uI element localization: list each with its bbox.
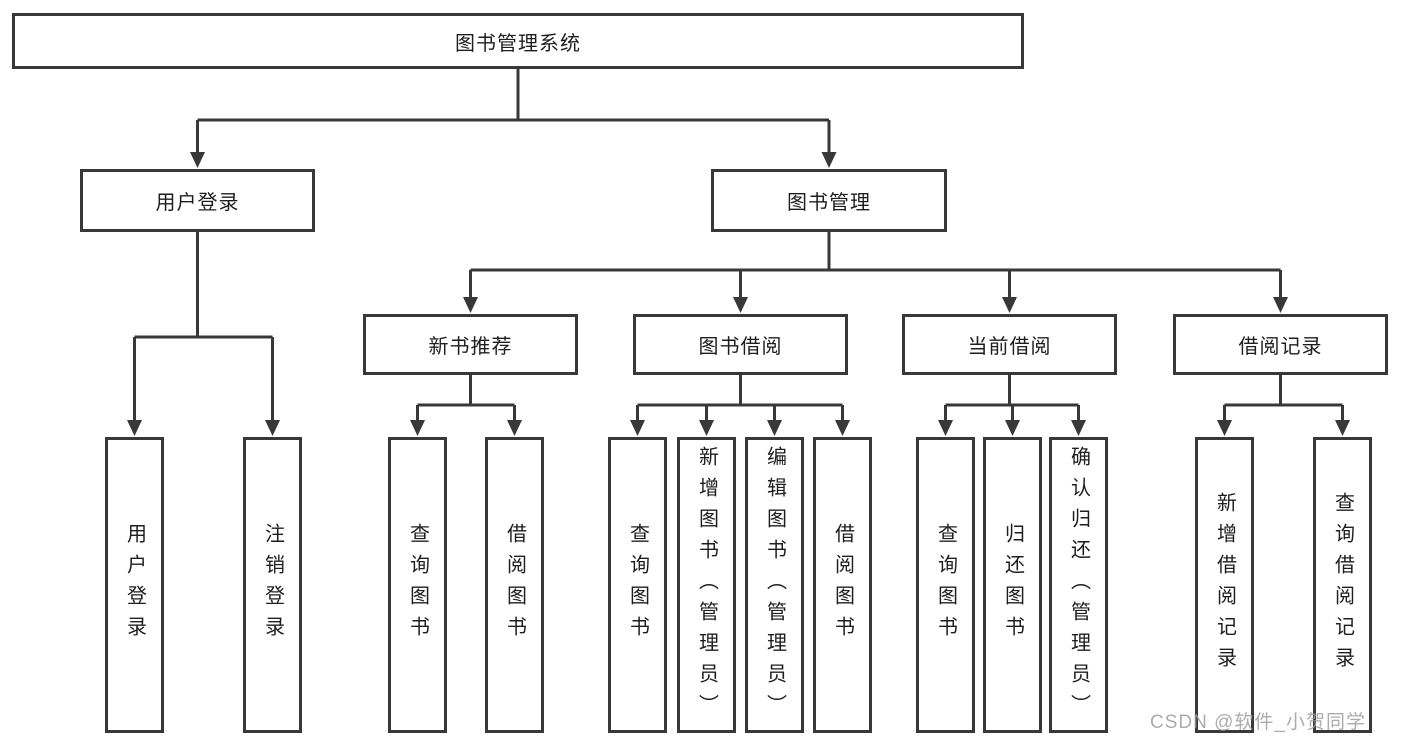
node-leaf-user-login: 用户登录 xyxy=(105,437,164,733)
node-label: 新增图书（管理员） xyxy=(695,445,718,725)
node-label: 借阅图书 xyxy=(831,523,854,647)
node-label: 新书推荐 xyxy=(428,336,513,358)
node-new-book-recommend: 新书推荐 xyxy=(363,314,578,375)
node-label: 新增借阅记录 xyxy=(1213,492,1236,678)
node-leaf-return-book: 归还图书 xyxy=(983,437,1042,733)
node-label: 查询借阅记录 xyxy=(1331,492,1354,678)
node-label: 查询图书 xyxy=(626,523,649,647)
node-leaf-query-borrow-record: 查询借阅记录 xyxy=(1313,437,1372,733)
node-label: 用户登录 xyxy=(155,192,240,214)
node-label: 当前借阅 xyxy=(967,336,1052,358)
node-label: 借阅图书 xyxy=(503,523,526,647)
node-label: 借阅记录 xyxy=(1238,336,1323,358)
node-label: 图书管理系统 xyxy=(455,32,581,55)
node-user-login: 用户登录 xyxy=(80,169,315,232)
node-system-root: 图书管理系统 xyxy=(12,13,1024,69)
node-label: 图书借阅 xyxy=(698,336,783,358)
node-leaf-edit-book-admin: 编辑图书（管理员） xyxy=(745,437,804,733)
node-label: 查询图书 xyxy=(406,523,429,647)
node-leaf-add-book-admin: 新增图书（管理员） xyxy=(677,437,736,733)
node-book-management: 图书管理 xyxy=(711,169,947,232)
node-leaf-query-book-3: 查询图书 xyxy=(916,437,975,733)
node-label: 用户登录 xyxy=(123,523,146,647)
node-current-borrow: 当前借阅 xyxy=(902,314,1117,375)
node-leaf-borrow-book-1: 借阅图书 xyxy=(485,437,544,733)
node-label: 查询图书 xyxy=(934,523,957,647)
node-book-borrow: 图书借阅 xyxy=(633,314,848,375)
node-leaf-borrow-book-2: 借阅图书 xyxy=(813,437,872,733)
node-label: 注销登录 xyxy=(261,523,284,647)
node-leaf-logout: 注销登录 xyxy=(243,437,302,733)
node-leaf-query-book-1: 查询图书 xyxy=(388,437,447,733)
node-leaf-query-book-2: 查询图书 xyxy=(608,437,667,733)
node-label: 图书管理 xyxy=(787,192,871,214)
arrowheads xyxy=(127,152,1350,436)
node-label: 归还图书 xyxy=(1001,523,1024,647)
node-label: 确认归还（管理员） xyxy=(1067,445,1090,725)
node-leaf-add-borrow-record: 新增借阅记录 xyxy=(1195,437,1254,733)
watermark-text: CSDN @软件_小贺同学 xyxy=(1150,712,1366,733)
node-label: 编辑图书（管理员） xyxy=(763,445,786,725)
node-borrow-records: 借阅记录 xyxy=(1173,314,1388,375)
node-leaf-confirm-return-admin: 确认归还（管理员） xyxy=(1049,437,1108,733)
